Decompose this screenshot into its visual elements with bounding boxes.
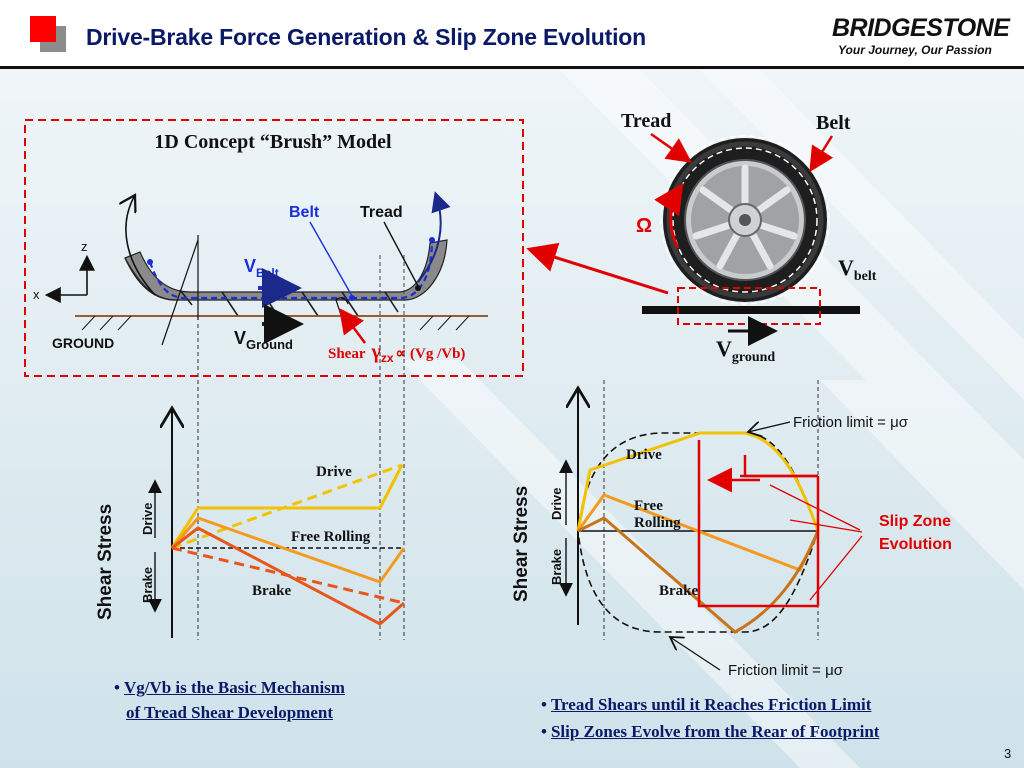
- omega-label: Ω: [636, 215, 652, 237]
- ground-label: GROUND: [52, 335, 114, 351]
- zoom-connector-arrow: [526, 242, 669, 295]
- left-drive-axis-label: Drive: [140, 502, 155, 535]
- bullet-right-1: •Tread Shears until it Reaches Friction …: [541, 695, 872, 714]
- right-ylabel: Shear Stress: [511, 486, 532, 602]
- left-free-rolling-label: Free Rolling: [291, 529, 371, 545]
- right-shear-plot: Shear Stress Drive Brake Drive Free Roll…: [511, 380, 952, 679]
- friction-limit-top-label: Friction limit = μσ: [793, 414, 909, 431]
- z-axis-label: z: [81, 239, 88, 254]
- tread-label: Tread: [360, 204, 403, 221]
- brand-tagline: Your Journey, Our Passion: [838, 43, 992, 57]
- x-axis-label: x: [33, 287, 40, 302]
- left-shear-plot: Shear Stress Drive Brake Drive Free Roll…: [95, 324, 406, 640]
- tire-illustration: [642, 135, 860, 325]
- omega-arrow: [654, 183, 684, 249]
- tread-pointer: [650, 132, 693, 163]
- belt-label: Belt: [289, 204, 320, 221]
- page-number: 3: [1004, 746, 1012, 761]
- shear-pointer: [339, 307, 367, 344]
- slip-zone-label-1: Slip Zone: [879, 513, 951, 530]
- left-ylabel: Shear Stress: [95, 504, 116, 620]
- tire-belt-label: Belt: [816, 112, 851, 134]
- bullet-left-1: •Vg/Vb is the Basic Mechanism: [114, 678, 345, 697]
- friction-limit-bottom-label: Friction limit = μσ: [728, 662, 844, 679]
- right-brake-label: Brake: [659, 583, 699, 599]
- v-ground-label: VGround: [234, 328, 293, 352]
- v-belt-tire-label: Vbelt: [838, 255, 877, 284]
- belt-pointer: [809, 135, 834, 173]
- bullet-right-2: •Slip Zones Evolve from the Rear of Foot…: [541, 722, 880, 741]
- right-free-label: Free: [634, 498, 663, 514]
- v-ground-tire-label: Vground: [716, 336, 775, 365]
- right-drive-label: Drive: [626, 447, 662, 463]
- right-rolling-label: Rolling: [634, 515, 681, 531]
- header-bar: [0, 0, 1024, 66]
- brush-model-title: 1D Concept “Brush” Model: [154, 131, 392, 153]
- v-belt-label: VBelt: [244, 256, 279, 280]
- left-drive-label: Drive: [316, 464, 352, 480]
- right-drive-axis-label: Drive: [549, 487, 564, 520]
- bullet-left-2: of Tread Shear Development: [126, 703, 333, 722]
- brush-model-panel: 1D Concept “Brush” Model: [24, 119, 524, 377]
- left-brake-axis-label: Brake: [140, 567, 155, 603]
- brand-logo: BRIDGESTONE: [832, 14, 1010, 42]
- rotation-arrow-right: [417, 191, 451, 283]
- left-brake-label: Brake: [252, 583, 292, 599]
- slide-title: Drive-Brake Force Generation & Slip Zone…: [86, 24, 647, 50]
- tire-tread-label: Tread: [621, 110, 671, 132]
- left-free-rolling-line: [170, 516, 406, 584]
- right-brake-line: [577, 516, 820, 634]
- right-brake-axis-label: Brake: [549, 549, 564, 585]
- rotation-arrow-left: [126, 195, 156, 296]
- right-drive-line: [576, 431, 820, 532]
- slip-zone-markers: [697, 440, 820, 608]
- header-divider: [0, 66, 1024, 69]
- slip-zone-label-2: Evolution: [879, 536, 952, 553]
- title-square: [30, 16, 56, 42]
